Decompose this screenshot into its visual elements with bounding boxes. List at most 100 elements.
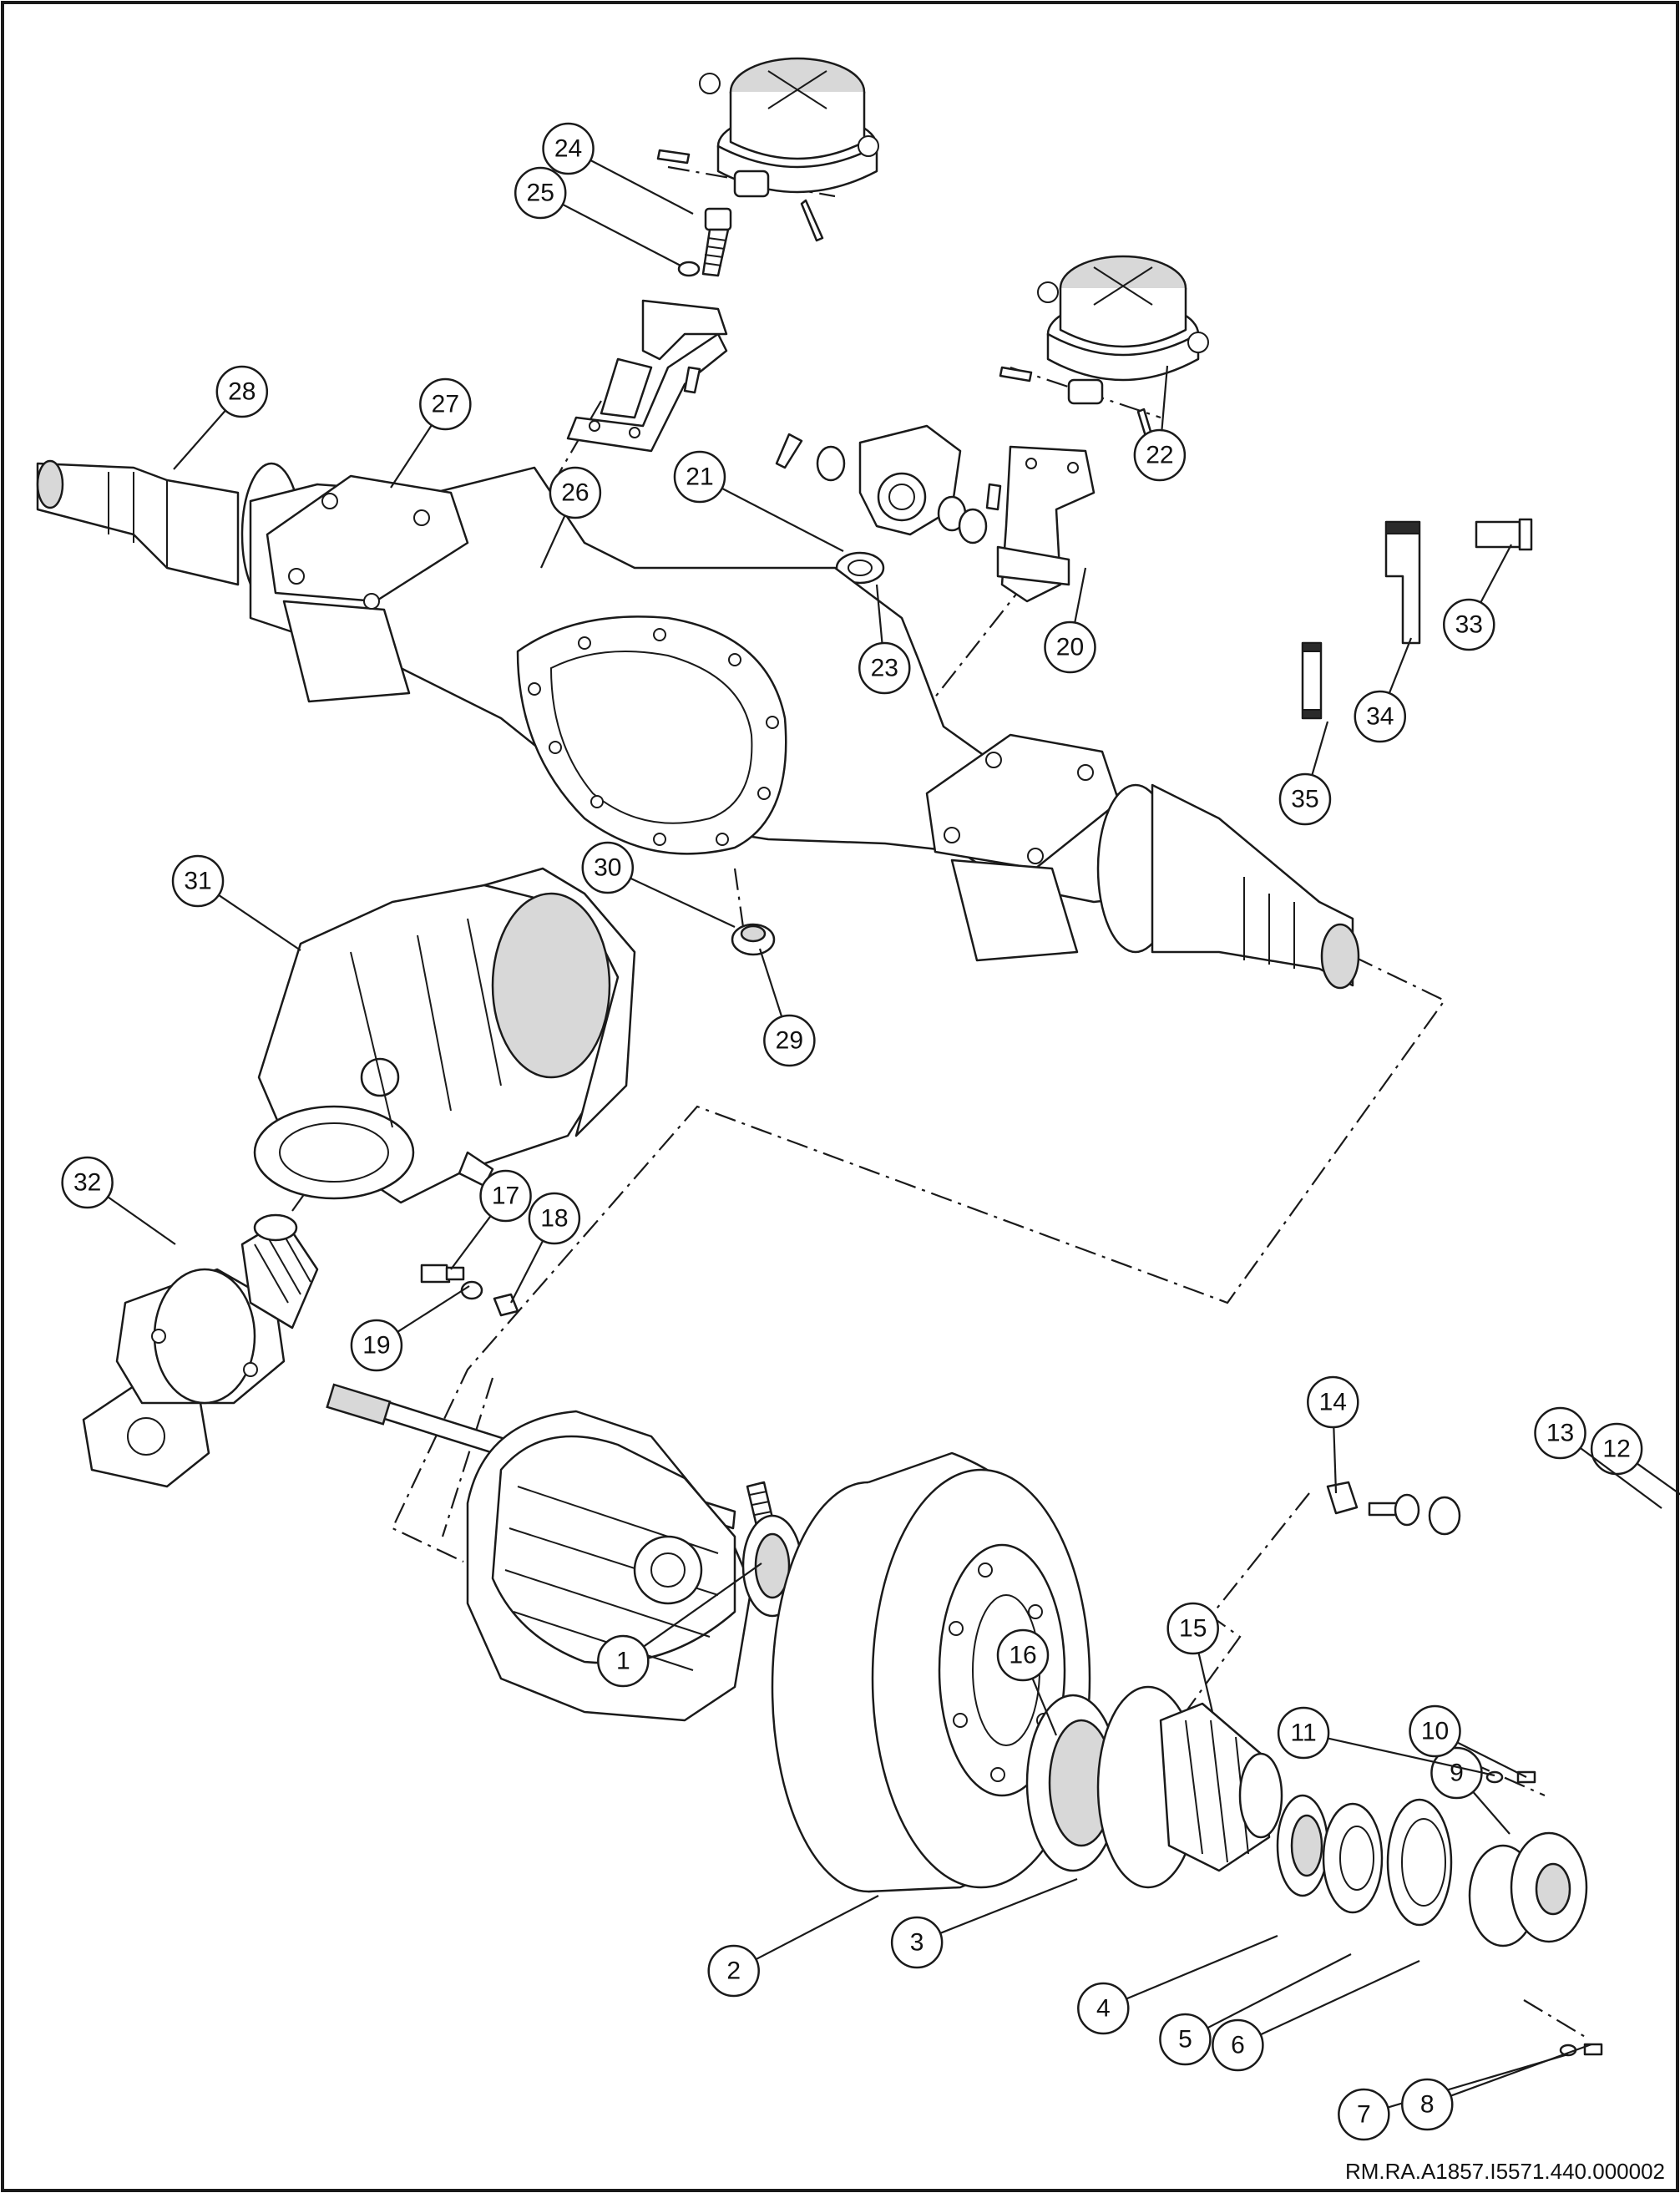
pinion-flange-32 xyxy=(82,1213,319,1488)
callout-label-18: 18 xyxy=(540,1205,568,1233)
callout-8: 8 xyxy=(1401,2043,1592,2131)
callout-4: 4 xyxy=(1077,1934,1278,2035)
callout-leader-25 xyxy=(562,203,681,266)
callout-31: 31 xyxy=(171,854,301,951)
callout-3: 3 xyxy=(890,1877,1078,1969)
callout-leader-1 xyxy=(643,1562,762,1648)
bushing-23 xyxy=(835,551,885,585)
callout-leader-26 xyxy=(539,514,566,569)
callout-label-31: 31 xyxy=(184,868,211,895)
callout-label-5: 5 xyxy=(1178,2026,1192,2054)
spacer-34 xyxy=(1384,520,1421,645)
callout-label-10: 10 xyxy=(1421,1718,1449,1745)
brake-chamber-right xyxy=(999,255,1209,446)
callout-label-13: 13 xyxy=(1546,1420,1574,1447)
callout-circle-14 xyxy=(1307,1375,1359,1429)
callout-label-8: 8 xyxy=(1420,2091,1435,2119)
callout-circle-7 xyxy=(1338,2088,1390,2141)
drain-plug-29-30 xyxy=(731,923,776,956)
callout-label-4: 4 xyxy=(1096,1995,1111,2023)
nut-5 xyxy=(1322,1802,1384,1914)
callout-leader-4 xyxy=(1126,1934,1278,2000)
callout-leader-28 xyxy=(173,409,226,470)
callout-circle-20 xyxy=(1044,620,1096,674)
callout-circle-25 xyxy=(514,166,567,220)
callout-circle-26 xyxy=(549,466,602,519)
callout-label-15: 15 xyxy=(1179,1615,1207,1643)
callout-label-12: 12 xyxy=(1602,1436,1630,1463)
callout-label-3: 3 xyxy=(910,1929,924,1957)
callout-leader-24 xyxy=(590,159,694,215)
fasteners-17-19 xyxy=(420,1264,519,1317)
callout-leader-32 xyxy=(107,1196,176,1245)
callout-label-35: 35 xyxy=(1291,786,1318,813)
callout-circle-10 xyxy=(1409,1704,1461,1758)
callout-label-9: 9 xyxy=(1450,1760,1464,1787)
callout-leader-18 xyxy=(510,1240,544,1304)
callout-label-24: 24 xyxy=(554,135,582,163)
callout-leader-6 xyxy=(1260,1960,1420,2036)
fasteners-12-14 xyxy=(1326,1481,1461,1536)
callout-circle-19 xyxy=(350,1319,403,1372)
callout-circle-22 xyxy=(1133,428,1187,482)
callout-leader-20 xyxy=(1074,567,1087,623)
hub-cap-9 xyxy=(1468,1831,1588,1947)
callout-22: 22 xyxy=(1133,365,1187,482)
callout-1: 1 xyxy=(597,1562,762,1688)
callout-5: 5 xyxy=(1159,1953,1352,2066)
callout-28: 28 xyxy=(173,365,269,470)
callout-label-29: 29 xyxy=(776,1027,803,1055)
callout-label-11: 11 xyxy=(1291,1719,1317,1747)
axle-housing xyxy=(36,459,1360,990)
callout-circle-29 xyxy=(763,1014,816,1067)
callout-label-22: 22 xyxy=(1146,442,1173,469)
callout-24: 24 xyxy=(542,122,694,215)
callout-34: 34 xyxy=(1354,637,1413,743)
callout-label-14: 14 xyxy=(1319,1389,1347,1416)
callout-leader-11 xyxy=(1328,1737,1495,1777)
callout-label-1: 1 xyxy=(616,1648,630,1675)
bolt-33 xyxy=(1475,518,1533,551)
callout-33: 33 xyxy=(1443,544,1512,651)
callout-leader-34 xyxy=(1388,637,1413,694)
callout-circle-24 xyxy=(542,122,595,175)
callout-20: 20 xyxy=(1044,567,1096,674)
callout-32: 32 xyxy=(61,1156,176,1245)
callout-leader-15 xyxy=(1197,1652,1214,1713)
callout-leader-29 xyxy=(758,948,783,1017)
lock-washer-6 xyxy=(1386,1798,1453,1927)
callout-21: 21 xyxy=(673,450,844,552)
callout-35: 35 xyxy=(1278,721,1332,826)
callout-leader-2 xyxy=(755,1895,879,1961)
callout-16: 16 xyxy=(996,1628,1058,1736)
bracket-20 xyxy=(985,445,1096,603)
callout-label-21: 21 xyxy=(686,463,713,491)
callout-30: 30 xyxy=(581,841,736,928)
bolt-24 xyxy=(677,207,732,277)
callout-circle-16 xyxy=(996,1628,1050,1682)
callout-circle-21 xyxy=(673,450,726,504)
differential-carrier-31 xyxy=(253,867,636,1204)
callout-circle-18 xyxy=(528,1192,581,1245)
callout-leader-19 xyxy=(397,1285,470,1333)
callout-label-16: 16 xyxy=(1009,1642,1036,1669)
callout-leader-16 xyxy=(1031,1678,1058,1736)
callout-circle-11 xyxy=(1277,1706,1330,1760)
callout-circle-33 xyxy=(1443,598,1495,651)
callout-leader-5 xyxy=(1207,1953,1352,2029)
callout-leader-30 xyxy=(630,877,736,928)
callout-19: 19 xyxy=(350,1285,470,1372)
callout-circle-32 xyxy=(61,1156,114,1209)
callout-label-34: 34 xyxy=(1366,703,1394,731)
callout-circle-6 xyxy=(1212,2018,1264,2072)
callout-leader-14 xyxy=(1333,1426,1338,1494)
callout-2: 2 xyxy=(707,1895,879,1998)
callout-label-20: 20 xyxy=(1056,634,1084,661)
callout-leader-27 xyxy=(390,424,433,489)
wheel-hub-15 xyxy=(1096,1685,1283,1889)
callout-label-28: 28 xyxy=(228,378,256,406)
callout-circle-13 xyxy=(1534,1406,1586,1460)
callout-leader-8 xyxy=(1450,2043,1592,2097)
